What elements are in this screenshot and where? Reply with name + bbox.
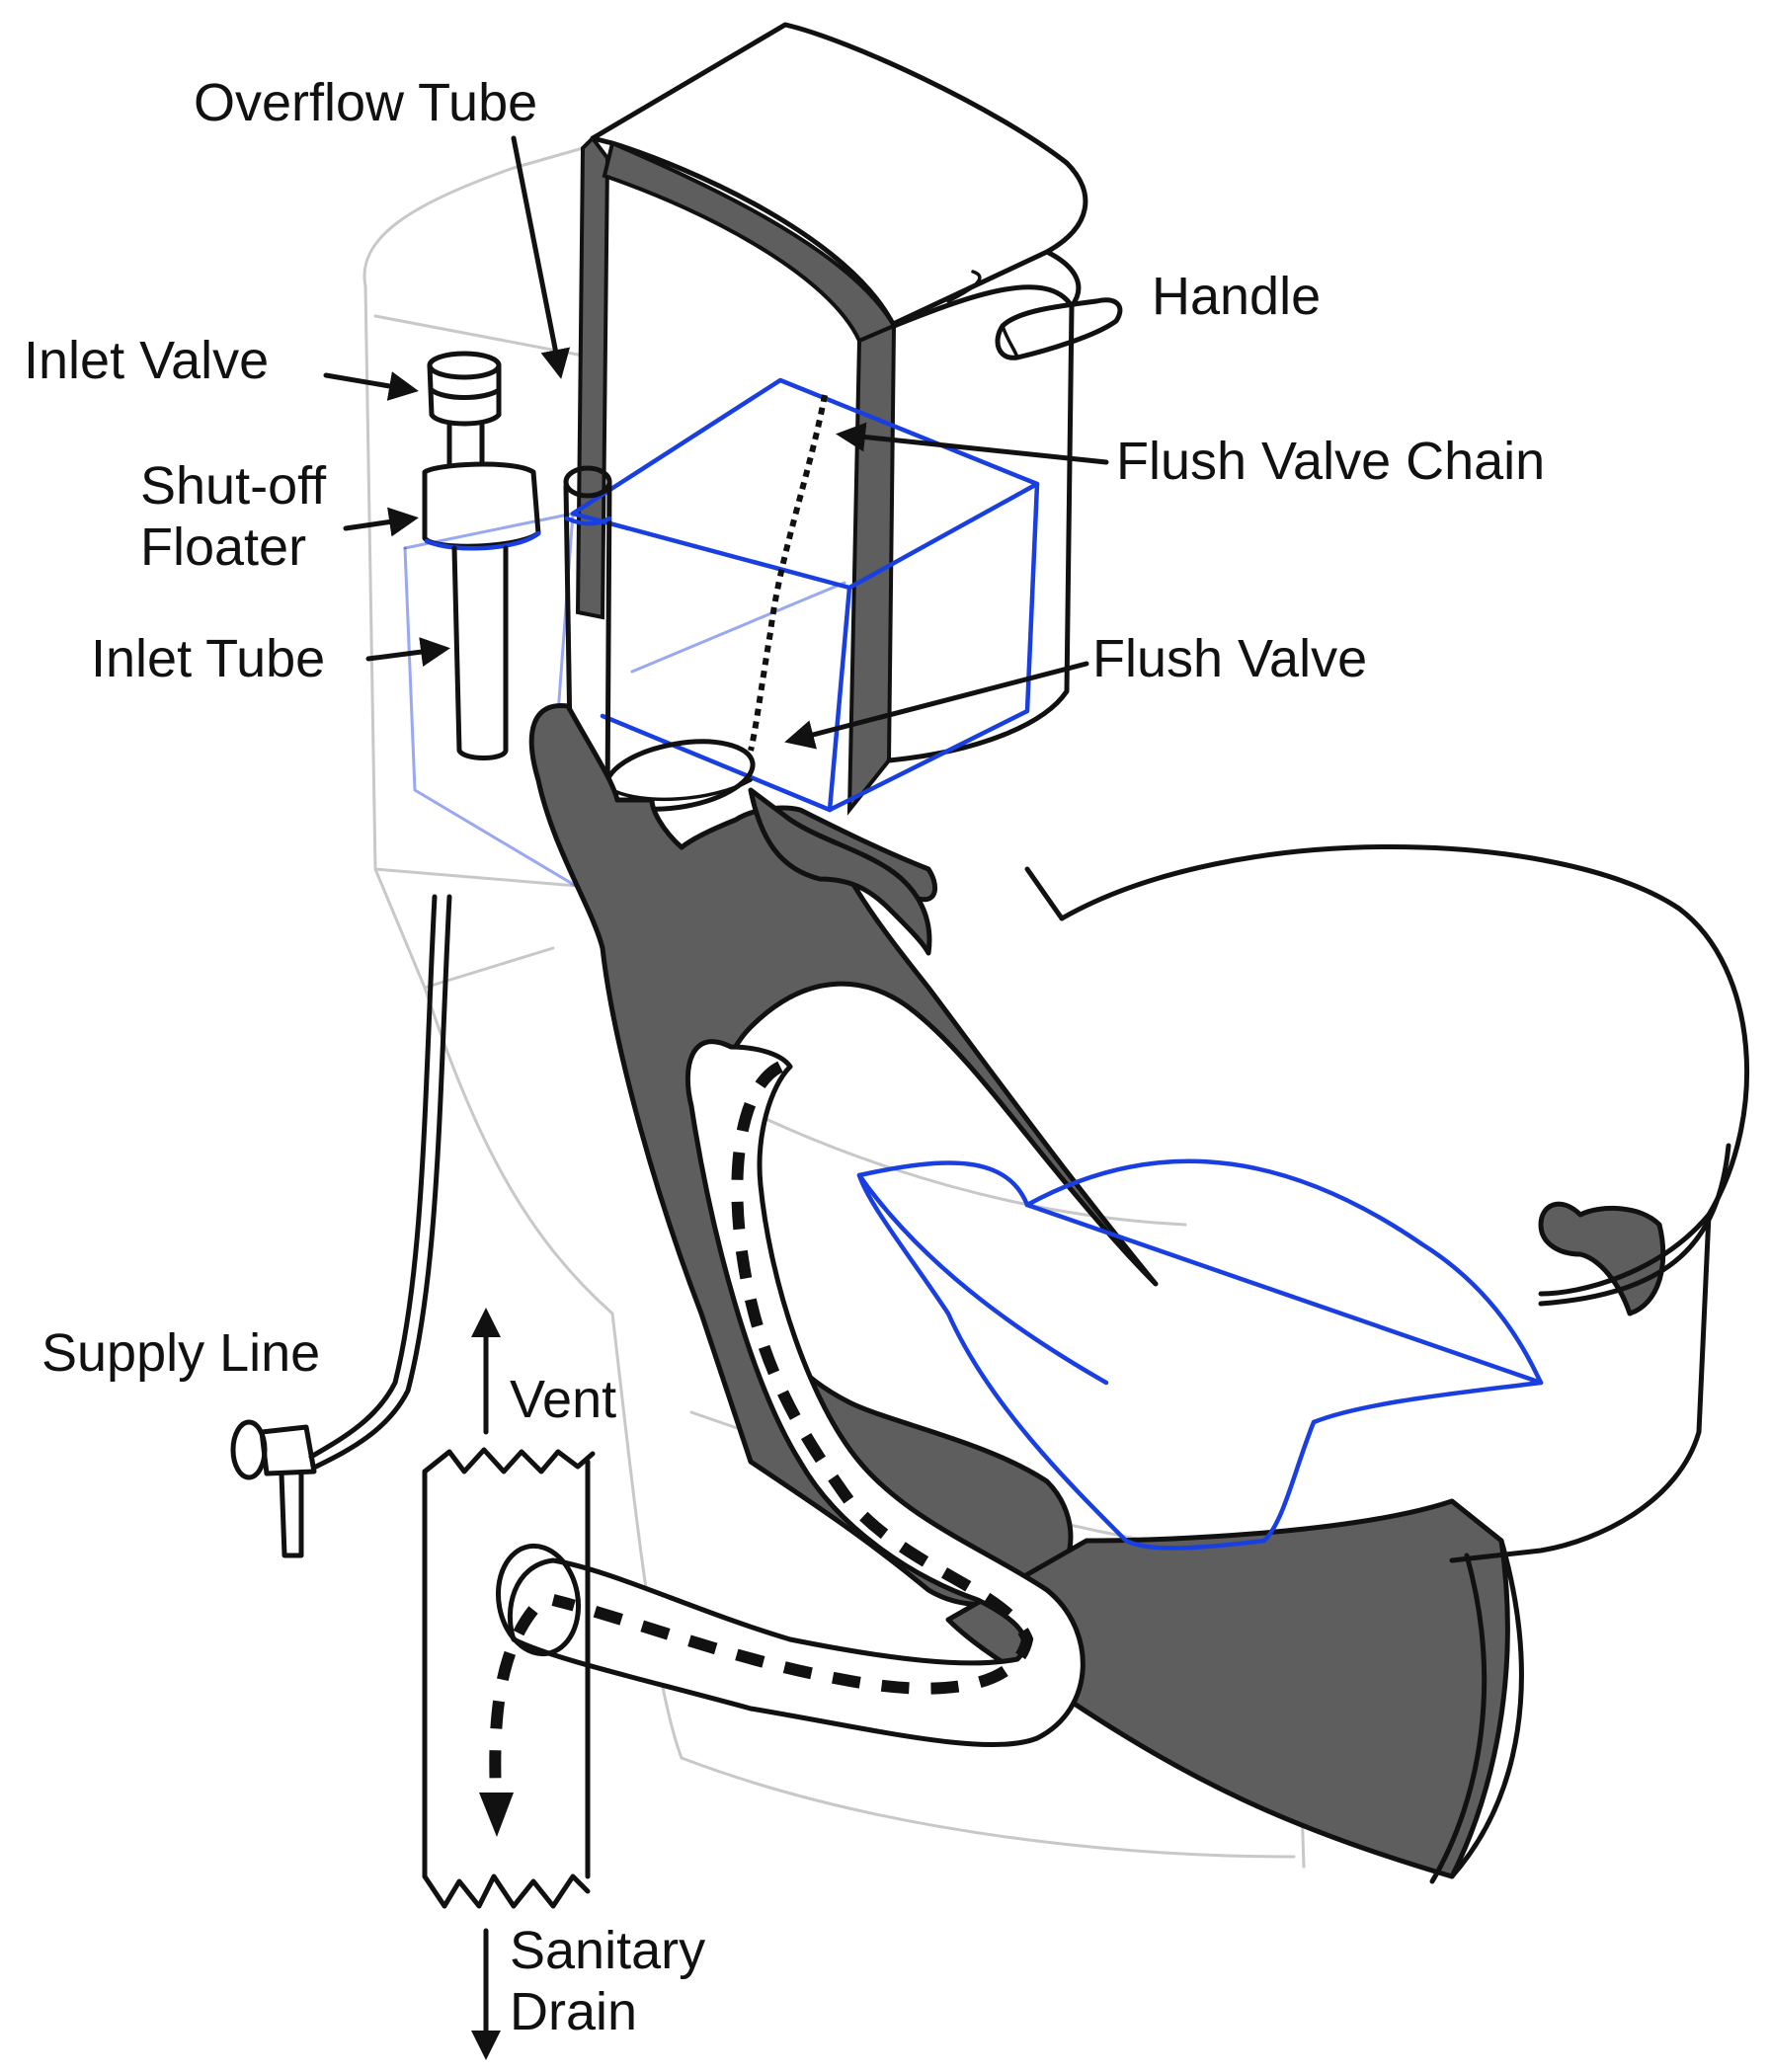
label-overflow-tube: Overflow Tube <box>194 73 537 132</box>
tank-back-wall <box>846 284 1075 816</box>
label-sanitary-drain-line1: Sanitary <box>510 1921 705 1980</box>
label-inlet-tube: Inlet Tube <box>91 629 325 688</box>
inlet-assembly <box>422 351 541 760</box>
drain-pipe <box>422 1447 596 1909</box>
bowl-cutaway <box>528 702 1666 1879</box>
label-flush-valve-chain: Flush Valve Chain <box>1116 432 1545 491</box>
flush-valve-chain <box>748 394 828 752</box>
label-sanitary-drain-line2: Drain <box>510 1982 637 2041</box>
label-handle: Handle <box>1152 267 1321 326</box>
bowl-water <box>856 1158 1544 1551</box>
handle <box>946 270 1123 360</box>
label-vent: Vent <box>510 1370 616 1429</box>
label-supply-line: Supply Line <box>41 1323 320 1383</box>
label-shutoff-floater-line2: Floater <box>140 518 306 577</box>
label-shutoff-floater-line1: Shut-off <box>140 456 327 516</box>
label-arrows <box>323 135 1109 2060</box>
labels: Overflow Tube Handle Inlet Valve Shut-of… <box>24 73 1545 2041</box>
label-inlet-valve: Inlet Valve <box>24 331 269 390</box>
trapway <box>495 1039 1086 1748</box>
bowl-rim <box>1024 844 1749 1884</box>
label-flush-valve: Flush Valve <box>1092 629 1367 688</box>
supply-line <box>230 894 452 1558</box>
